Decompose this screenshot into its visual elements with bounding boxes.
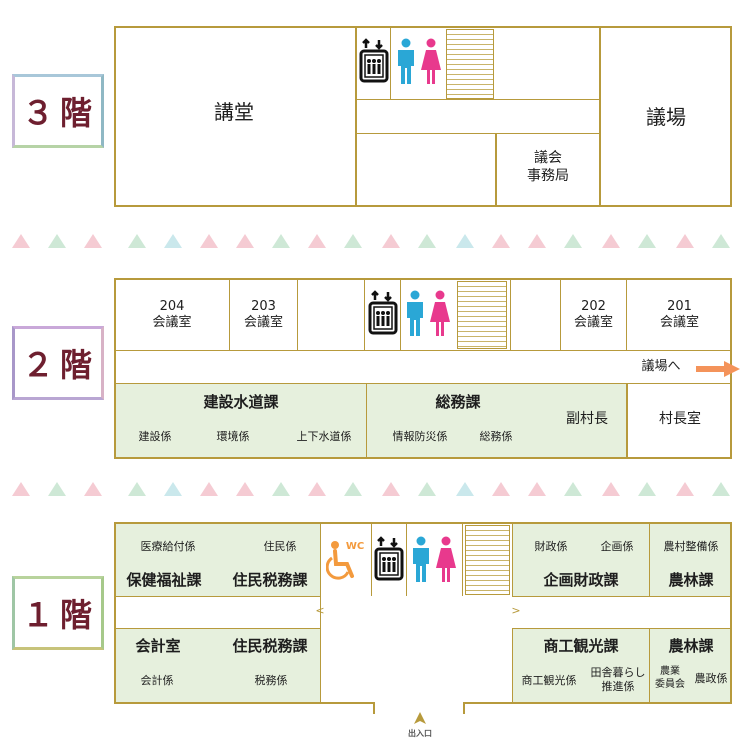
room-fukusoncho: 副村長 <box>566 411 608 427</box>
section-inaka-kurashi: 田舎暮らし 推進係 <box>590 666 646 693</box>
elevator-icon <box>374 536 404 581</box>
floor-label-2f-box <box>12 326 104 400</box>
section-zeimu: 税務係 <box>254 674 288 687</box>
section-iryo-kyufu: 医療給付係 <box>140 540 196 553</box>
male-restroom-icon <box>413 536 429 582</box>
room-202: 202 会議室 <box>573 299 613 331</box>
floor-3-plan <box>114 26 732 207</box>
stairs-icon <box>465 525 510 595</box>
floor-label-3f: ３階 <box>22 94 99 132</box>
dept-shoko-kanko: 商工観光課 <box>543 637 619 655</box>
dept-jumin-zeimu-top: 住民税務課 <box>232 571 308 589</box>
corridor-arrow-right: > <box>511 604 521 617</box>
female-restroom-icon <box>430 290 450 336</box>
floor-label-1f-box <box>12 576 104 650</box>
section-nogyo-iinkai: 農業 委員会 <box>655 666 685 690</box>
dept-norin-bottom: 農林課 <box>668 637 714 655</box>
wheelchair-icon <box>326 541 354 580</box>
dept-hoken-fukushi: 保健福祉課 <box>126 571 202 589</box>
corridor-arrow-left: < <box>315 604 325 617</box>
section-jogesuido: 上下水道係 <box>296 430 352 443</box>
male-restroom-icon <box>407 290 423 336</box>
entrance-arrow-icon <box>414 712 426 724</box>
room-kodo: 講堂 <box>214 100 254 124</box>
section-noson-seibi: 農村整備係 <box>663 540 719 553</box>
room-201: 201 会議室 <box>659 299 699 331</box>
section-nosei: 農政係 <box>694 672 728 685</box>
female-restroom-icon <box>421 38 441 84</box>
dept-kensetsu-suido: 建設水道課 <box>203 393 279 411</box>
section-kankyo: 環境係 <box>216 430 250 443</box>
section-kikaku: 企画係 <box>600 540 634 553</box>
female-restroom-icon <box>436 536 456 582</box>
elevator-icon <box>368 290 398 335</box>
dept-somu: 総務課 <box>435 393 481 411</box>
floor-label-1f: １階 <box>22 596 99 634</box>
room-gikai-jimukyoku: 議会 事務局 <box>527 150 569 184</box>
dept-norin-top: 農林課 <box>668 571 714 589</box>
floor-label-2f: ２階 <box>22 346 99 384</box>
room-sonchoshitsu: 村長室 <box>659 411 701 427</box>
section-shoko-kanko: 商工観光係 <box>521 674 577 687</box>
dept-jumin-zeimu-bottom: 住民税務課 <box>232 637 308 655</box>
to-gijo-label: 議場へ <box>641 359 681 374</box>
elevator-icon <box>359 38 389 83</box>
section-somu: 総務係 <box>479 430 513 443</box>
section-kensetsu: 建設係 <box>138 430 172 443</box>
floor-1-plan <box>114 522 732 704</box>
entrance-label: 出入口 <box>408 729 432 738</box>
room-204: 204 会議室 <box>152 299 192 331</box>
section-jumin: 住民係 <box>263 540 297 553</box>
section-zaisei: 財政係 <box>534 540 568 553</box>
male-restroom-icon <box>398 38 414 84</box>
stairs-icon <box>457 281 507 349</box>
room-203: 203 会議室 <box>243 299 283 331</box>
room-kaikei: 会計室 <box>135 637 181 655</box>
wc-label: WC <box>345 541 365 552</box>
section-kaikei: 会計係 <box>140 674 174 687</box>
dept-kikaku-zaisei: 企画財政課 <box>543 571 619 589</box>
office-area-2f <box>116 384 626 457</box>
room-gijo: 議場 <box>646 105 686 129</box>
stairs-icon <box>446 29 494 99</box>
floor-label-3f-box <box>12 74 104 148</box>
section-joho-bosai: 情報防災係 <box>392 430 448 443</box>
arrow-right-icon <box>696 361 740 377</box>
